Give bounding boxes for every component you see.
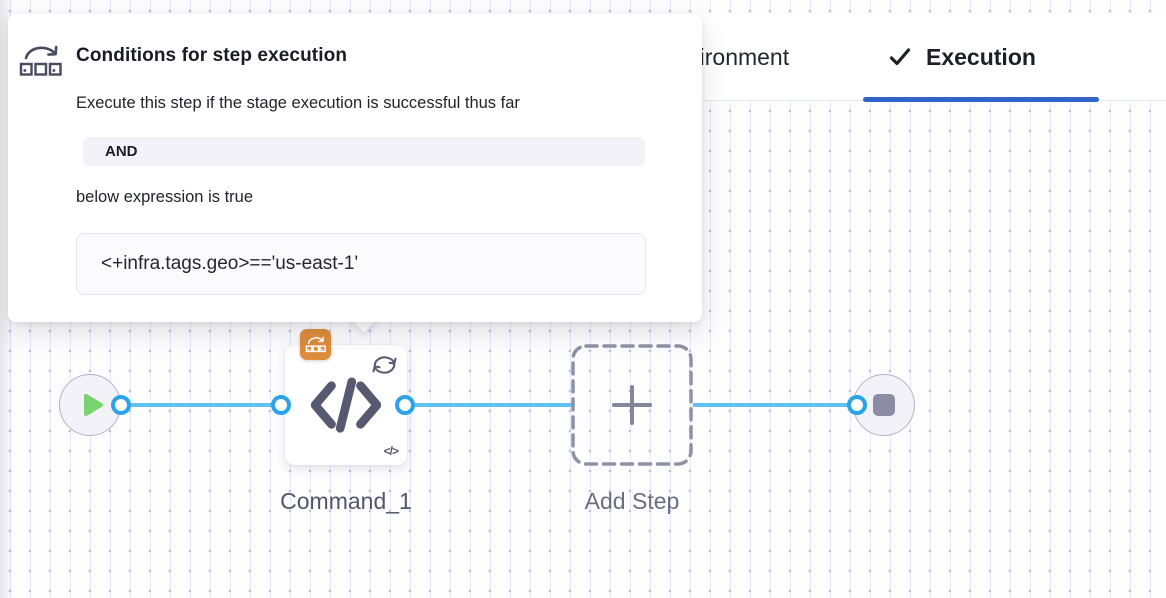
tab-execution-label: Execution [926,43,1036,70]
operator-label: AND [105,143,138,160]
add-step-label: Add Step [584,488,680,514]
connector-edge [121,403,281,407]
expression-input[interactable]: <+infra.tags.geo>=='us-east-1' [76,233,646,295]
stop-icon [873,394,895,416]
connector-port[interactable] [395,395,415,415]
add-step-button[interactable] [571,344,693,466]
expression-caption: below expression is true [76,188,254,206]
step-label: Command_1 [280,488,412,514]
step-card-command-1[interactable]: </> [285,329,407,465]
operator-chip[interactable]: AND [83,137,645,166]
expression-value: <+infra.tags.geo>=='us-east-1' [101,253,359,274]
checkmark-icon [888,45,912,69]
conditions-popover: Conditions for step execution Execute th… [8,14,702,322]
code-icon [310,376,382,439]
popover-title: Conditions for step execution [76,45,348,66]
connector-port[interactable] [271,395,291,415]
conditional-execution-badge-icon [300,329,331,360]
tab-execution[interactable]: Execution [888,14,1036,100]
conditional-execution-icon [18,41,64,84]
looping-strategy-icon [370,353,399,382]
mini-code-icon: </> [383,444,399,458]
start-node [59,374,121,436]
plus-icon [612,385,652,425]
play-icon [83,393,104,417]
connector-edge [405,403,573,407]
connector-port[interactable] [111,395,131,415]
active-tab-indicator [863,97,1099,102]
stage-tabbar: Environment Execution [640,14,1166,102]
connector-port[interactable] [847,395,867,415]
connector-edge [693,403,858,407]
popover-description: Execute this step if the stage execution… [76,94,520,112]
